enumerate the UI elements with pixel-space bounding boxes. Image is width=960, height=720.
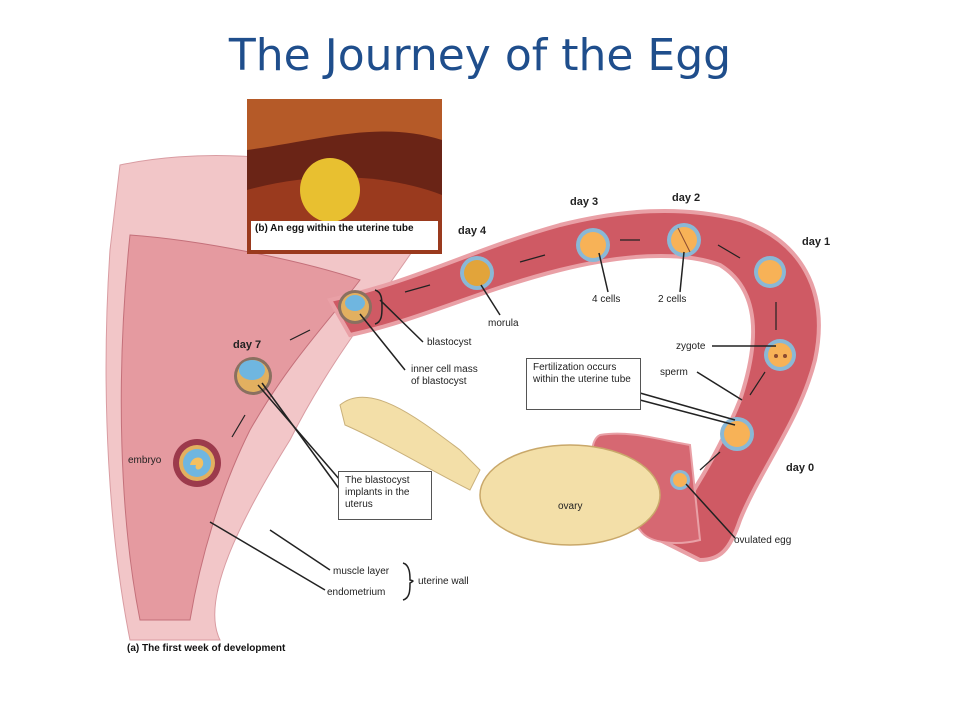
label-day4: day 4 <box>458 225 487 237</box>
photo-caption: (b) An egg within the uterine tube <box>251 221 438 250</box>
label-day0: day 0 <box>786 462 815 474</box>
label-muscle-layer: muscle layer <box>333 566 390 577</box>
label-day7: day 7 <box>233 339 262 351</box>
label-day2: day 2 <box>672 192 701 204</box>
ovarian-ligament <box>339 396 481 491</box>
uterine-wall-brace <box>402 562 414 601</box>
egg-zygote <box>764 339 796 371</box>
egg-morula <box>460 256 494 290</box>
blastocyst-brace <box>374 289 383 325</box>
egg-ovulated <box>670 470 690 490</box>
label-4-cells: 4 cells <box>592 294 621 305</box>
label-2-cells: 2 cells <box>658 294 687 305</box>
leader-lines <box>209 251 776 591</box>
embryo-implanted <box>173 439 221 487</box>
egg-4cells <box>576 228 610 262</box>
figure-caption: (a) The first week of development <box>127 643 286 654</box>
ovary-shape <box>479 444 661 546</box>
label-zygote: zygote <box>676 341 706 352</box>
label-uterine-wall: uterine wall <box>418 576 469 587</box>
callout-implantation: The blastocyst implants in the uterus <box>338 471 432 520</box>
egg-2cells <box>667 223 701 257</box>
egg-day1 <box>754 256 786 288</box>
callout-fertilization: Fertilization occurs within the uterine … <box>526 358 641 410</box>
egg-blastocyst <box>338 290 372 324</box>
label-embryo: embryo <box>128 455 162 466</box>
egg-day7 <box>234 357 272 395</box>
label-blastocyst: blastocyst <box>427 337 472 348</box>
egg-fertilization <box>720 417 754 451</box>
label-ovulated-egg: ovulated egg <box>734 535 792 546</box>
label-endometrium: endometrium <box>327 587 386 598</box>
movement-arrows <box>231 239 777 471</box>
label-sperm: sperm <box>660 367 688 378</box>
label-day3: day 3 <box>570 196 599 208</box>
label-ovary: ovary <box>558 501 583 512</box>
label-inner-cell-mass: inner cell mass of blastocyst <box>411 364 478 387</box>
slide-title: The Journey of the Egg <box>228 30 732 81</box>
label-day1: day 1 <box>802 236 831 248</box>
uterine-tube <box>326 208 821 563</box>
label-morula: morula <box>488 318 519 329</box>
uterus-endometrium <box>120 234 361 621</box>
